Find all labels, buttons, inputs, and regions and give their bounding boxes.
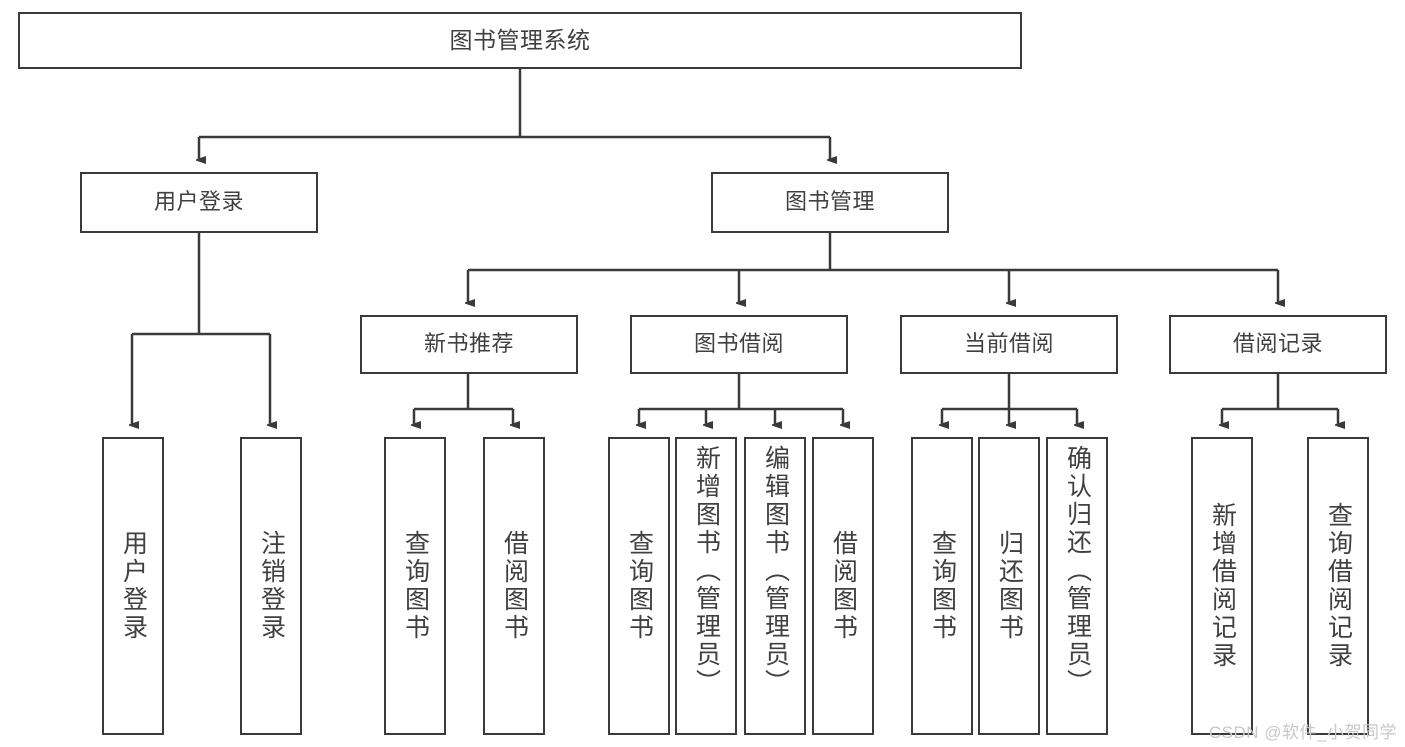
node-label: 查询图书 <box>401 530 430 642</box>
node-label: 新增借阅记录 <box>1208 502 1237 670</box>
node-label: 归还图书 <box>995 530 1024 642</box>
node-borrow-record[interactable]: 借阅记录 <box>1169 315 1387 374</box>
leaf-borrow-add-book-admin[interactable]: 新增图书（管理员） <box>675 437 737 735</box>
node-label: 查询图书 <box>928 530 957 642</box>
node-label: 图书借阅 <box>693 331 784 357</box>
leaf-record-query-record[interactable]: 查询借阅记录 <box>1307 437 1369 735</box>
node-label: 查询借阅记录 <box>1324 502 1353 670</box>
node-label: 用户登录 <box>119 530 148 642</box>
node-label: 查询图书 <box>625 530 654 642</box>
node-label: 图书管理 <box>784 189 875 215</box>
leaf-user-login-logout[interactable]: 注销登录 <box>240 437 302 735</box>
node-label: 新增图书（管理员） <box>692 445 721 697</box>
leaf-current-confirm-return-admin[interactable]: 确认归还（管理员） <box>1046 437 1108 735</box>
leaf-user-login-login[interactable]: 用户登录 <box>102 437 164 735</box>
leaf-borrow-query-book[interactable]: 查询图书 <box>608 437 670 735</box>
node-label: 新书推荐 <box>423 331 514 357</box>
leaf-recommend-query-book[interactable]: 查询图书 <box>384 437 446 735</box>
leaf-borrow-edit-book-admin[interactable]: 编辑图书（管理员） <box>744 437 806 735</box>
node-label: 借阅记录 <box>1232 331 1323 357</box>
watermark-text: CSDN @软件_小贺同学 <box>1208 723 1397 742</box>
node-new-book-recommend[interactable]: 新书推荐 <box>360 315 578 374</box>
node-label: 借阅图书 <box>500 530 529 642</box>
leaf-current-query-book[interactable]: 查询图书 <box>911 437 973 735</box>
node-label: 图书管理系统 <box>449 26 591 53</box>
node-label: 确认归还（管理员） <box>1063 445 1092 697</box>
leaf-borrow-borrow-book[interactable]: 借阅图书 <box>812 437 874 735</box>
node-label: 编辑图书（管理员） <box>761 445 790 697</box>
node-current-borrow[interactable]: 当前借阅 <box>900 315 1118 374</box>
node-label: 注销登录 <box>257 530 286 642</box>
leaf-current-return-book[interactable]: 归还图书 <box>978 437 1040 735</box>
node-label: 用户登录 <box>153 189 244 215</box>
node-book-borrow[interactable]: 图书借阅 <box>630 315 848 374</box>
leaf-recommend-borrow-book[interactable]: 借阅图书 <box>483 437 545 735</box>
node-user-login[interactable]: 用户登录 <box>80 172 318 233</box>
node-book-management[interactable]: 图书管理 <box>711 172 949 233</box>
node-label: 当前借阅 <box>963 331 1054 357</box>
node-label: 借阅图书 <box>829 530 858 642</box>
node-root-system[interactable]: 图书管理系统 <box>18 12 1022 69</box>
leaf-record-add-record[interactable]: 新增借阅记录 <box>1191 437 1253 735</box>
